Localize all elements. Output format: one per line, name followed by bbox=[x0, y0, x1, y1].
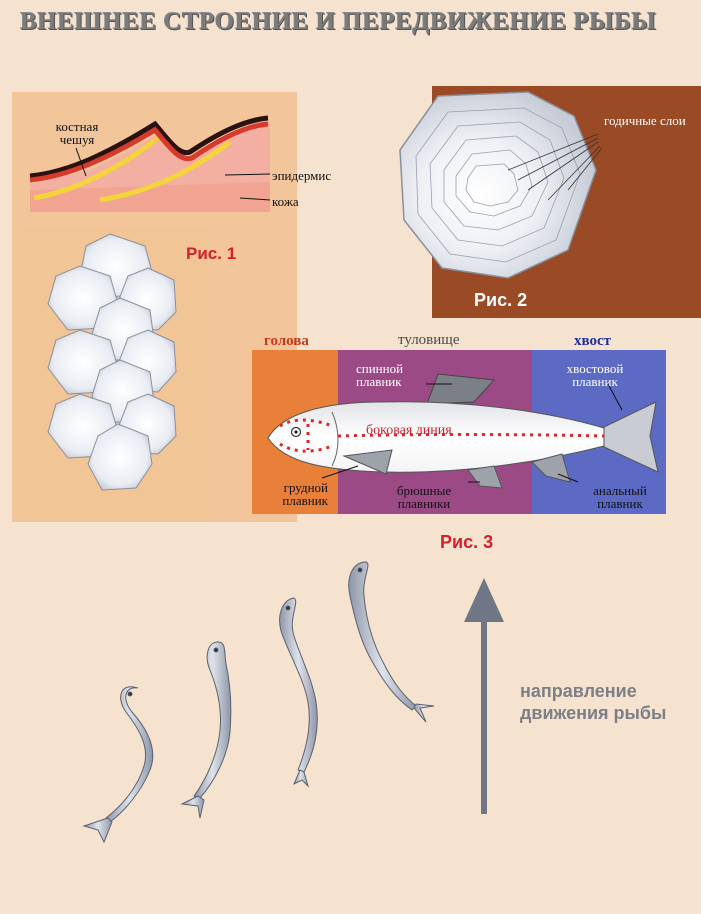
bony-scale-label: костная чешуя bbox=[55, 119, 99, 147]
dorsal-fin-label: спинной плавник bbox=[356, 361, 404, 389]
pectoral-fin-label: грудной плавник bbox=[282, 480, 328, 508]
fig2-caption: Рис. 2 bbox=[474, 290, 528, 310]
annual-rings-label: годичные слои bbox=[604, 113, 686, 128]
caudal-fin-label: хвостовой плавник bbox=[566, 361, 624, 389]
epidermis-label: эпидермис bbox=[272, 168, 332, 183]
fish-position-3 bbox=[279, 597, 318, 788]
head-section-label: голова bbox=[264, 333, 309, 349]
anal-fin-label: анальный плавник bbox=[593, 483, 647, 511]
tail-section-label: хвост bbox=[574, 333, 612, 349]
direction-arrow bbox=[464, 578, 504, 814]
direction-label: направление движения рыбы bbox=[520, 681, 667, 723]
fish-position-2 bbox=[180, 641, 232, 819]
fish-position-4 bbox=[348, 561, 435, 723]
fig3-caption: Рис. 3 bbox=[440, 532, 494, 552]
fig1-caption: Рис. 1 bbox=[186, 244, 237, 263]
skin-label: кожа bbox=[272, 194, 299, 209]
ventral-fins-label: брюшные плавники bbox=[396, 483, 452, 511]
fish-diagram bbox=[267, 373, 659, 489]
swimming-fish-sequence bbox=[82, 561, 435, 844]
trunk-section-label: туловище bbox=[398, 332, 460, 348]
fish-position-1 bbox=[82, 686, 154, 844]
scale-with-rings bbox=[399, 91, 603, 279]
skin-cross-section bbox=[29, 115, 271, 212]
overlapping-scales bbox=[47, 233, 177, 491]
page-title: ВНЕШНЕЕ СТРОЕНИЕ И ПЕРЕДВИЖЕНИЕ РЫБЫ bbox=[20, 8, 657, 35]
bony-scale-pointer bbox=[75, 147, 87, 177]
lateral-line-label: боковая линия bbox=[366, 423, 452, 438]
